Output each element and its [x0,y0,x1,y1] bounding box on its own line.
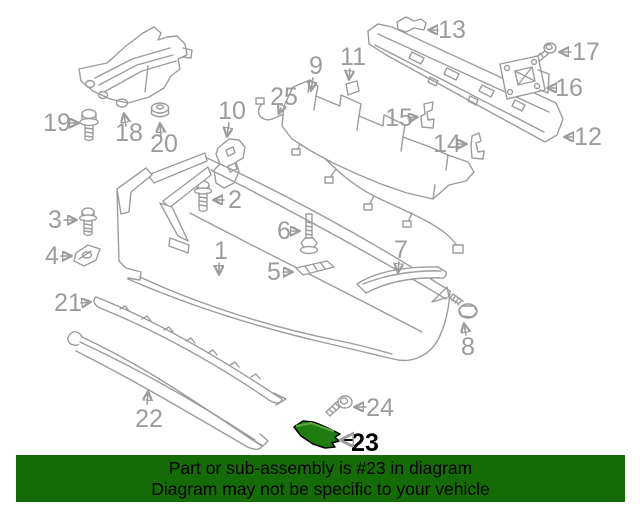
part-6-drawing [299,213,319,255]
callout-9[interactable]: 9 [309,52,323,80]
callout-arrow-11 [349,68,350,79]
callout-1[interactable]: 1 [214,237,228,265]
callout-16[interactable]: 16 [555,74,583,102]
part-20-drawing [150,102,170,118]
part-3-drawing [78,207,98,237]
part-22-drawing [67,331,269,450]
callout-3[interactable]: 3 [48,206,62,234]
note-line-2: Diagram may not be specific to your vehi… [151,478,490,499]
callout-22[interactable]: 22 [135,405,163,433]
note-banner: Part or sub-assembly is #23 in diagram D… [16,455,625,502]
callout-arrow-7 [398,261,399,272]
part-16-drawing [499,55,550,100]
part-25-drawing [255,97,464,254]
callout-11[interactable]: 11 [340,43,366,71]
part-11-drawing [345,80,360,96]
callout-6[interactable]: 6 [277,217,291,245]
callout-17[interactable]: 17 [572,38,600,66]
callout-arrow-8 [464,324,466,336]
part-24-drawing [325,395,353,417]
part-19-drawing [79,108,99,142]
callout-12[interactable]: 12 [574,123,602,151]
callout-4[interactable]: 4 [45,242,59,270]
callout-arrow-9 [311,77,313,90]
part-21-drawing [93,296,287,406]
part-2-drawing [193,180,213,213]
callout-23-highlighted[interactable]: 23 [351,429,379,457]
part-15-drawing [420,101,435,129]
callout-21[interactable]: 21 [54,289,82,317]
callout-arrow-22 [147,392,148,405]
callout-arrow-25 [279,108,281,113]
part-18-drawing [78,26,193,108]
callout-13[interactable]: 13 [438,16,466,44]
callout-7[interactable]: 7 [394,236,408,264]
callouts: 19 18 20 3 4 10 25 9 2 6 1 5 7 11 13 17 … [43,16,602,457]
callout-20[interactable]: 20 [150,130,178,158]
part-5-drawing [295,260,335,276]
callout-arrow-20 [160,124,161,139]
callout-18[interactable]: 18 [115,119,143,147]
part-8-drawing [449,293,478,319]
callout-25[interactable]: 25 [270,83,298,111]
part-23-drawing-highlighted[interactable] [293,420,341,449]
callout-2[interactable]: 2 [228,186,242,214]
part-12-drawing [367,23,564,143]
callout-10[interactable]: 10 [218,97,246,125]
callout-arrow-10 [227,122,229,136]
callout-24[interactable]: 24 [366,394,394,422]
callout-8[interactable]: 8 [461,333,475,361]
part-14-drawing [470,132,485,160]
part-13-drawing [396,16,427,33]
callout-arrow-18 [124,114,126,127]
callout-arrow-21 [80,302,90,303]
part-4-drawing [73,244,101,267]
callout-5[interactable]: 5 [267,258,281,286]
note-line-1: Part or sub-assembly is #23 in diagram [168,457,473,478]
callout-19[interactable]: 19 [43,109,71,137]
part-1-drawing [116,152,451,362]
callout-arrow-15 [407,117,417,118]
